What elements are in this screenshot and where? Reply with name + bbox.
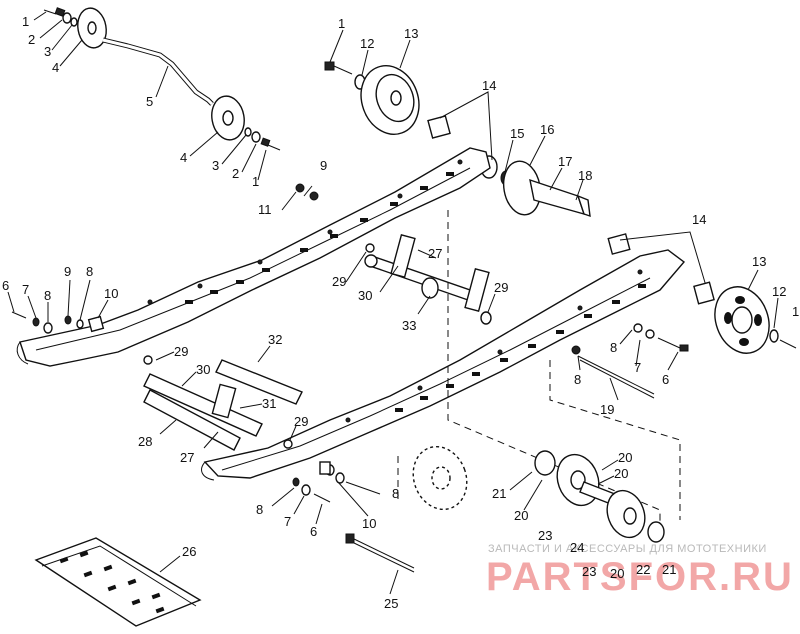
callout-6b: 6	[662, 372, 669, 387]
callout-19: 19	[600, 402, 614, 417]
callout-8e: 8	[392, 486, 399, 501]
callout-13b: 13	[752, 254, 766, 269]
callout-6c: 6	[310, 524, 317, 539]
upper-wheel-13	[324, 29, 420, 135]
callout-7a: 7	[22, 282, 29, 297]
callout-28: 28	[138, 434, 152, 449]
callout-7b: 7	[634, 360, 641, 375]
callout-1a: 1	[22, 14, 29, 29]
callout-14b: 14	[692, 212, 706, 227]
callout-30b: 30	[196, 362, 210, 377]
callout-8d: 8	[574, 372, 581, 387]
callout-18: 18	[578, 168, 592, 183]
callout-8c: 8	[610, 340, 617, 355]
callout-14a: 14	[482, 78, 496, 93]
callout-2a: 2	[28, 32, 35, 47]
callout-30a: 30	[358, 288, 372, 303]
callout-24: 24	[570, 540, 584, 555]
track-section-26	[34, 537, 202, 627]
lower-wheel-assembly	[412, 445, 665, 543]
callout-20c: 20	[514, 508, 528, 523]
callout-8a: 8	[44, 288, 51, 303]
callout-8f: 8	[256, 502, 263, 517]
callout-31: 31	[262, 396, 276, 411]
callout-32: 32	[268, 332, 282, 347]
callout-1b: 1	[252, 174, 259, 189]
callout-1d: 1	[792, 304, 799, 319]
callout-26: 26	[182, 544, 196, 559]
callout-6a: 6	[2, 278, 9, 293]
callout-27a: 27	[428, 246, 442, 261]
callout-10a: 10	[104, 286, 118, 301]
left-slide-rail	[16, 147, 491, 367]
watermark: ЗАПЧАСТИ И АКСЕССУАРЫ ДЛЯ МОТОТЕХНИКИ PA…	[486, 543, 794, 599]
callout-17: 17	[558, 154, 572, 169]
left-rail-hardware	[7, 183, 319, 334]
callout-10b: 10	[362, 516, 376, 531]
callout-4a: 4	[52, 60, 59, 75]
right-slide-rail	[201, 231, 715, 481]
callout-27b: 27	[180, 450, 194, 465]
callout-11: 11	[258, 202, 272, 217]
rear-cross-rods	[143, 345, 303, 451]
callout-9b: 9	[64, 264, 71, 279]
callout-12b: 12	[772, 284, 786, 299]
callout-25: 25	[384, 596, 398, 611]
callout-22: 22	[636, 562, 650, 577]
callout-1c: 1	[338, 16, 345, 31]
callout-2b: 2	[232, 166, 239, 181]
callout-20d: 20	[610, 566, 624, 581]
callout-3b: 3	[212, 158, 219, 173]
callout-23a: 23	[538, 528, 552, 543]
callout-20b: 20	[614, 466, 628, 481]
callout-16: 16	[540, 122, 554, 137]
callout-21b: 21	[662, 562, 676, 577]
rear-axle-assembly	[427, 91, 591, 218]
callout-29c: 29	[174, 344, 188, 359]
callout-29a: 29	[332, 274, 346, 289]
callout-15: 15	[510, 126, 524, 141]
callout-23b: 23	[582, 564, 596, 579]
callout-29d: 29	[294, 414, 308, 429]
watermark-caption: ЗАПЧАСТИ И АКСЕССУАРЫ ДЛЯ МОТОТЕХНИКИ	[488, 543, 767, 555]
upper-idler-shaft-assembly	[33, 7, 281, 181]
right-rail-hardware	[571, 323, 689, 401]
callout-8b: 8	[86, 264, 93, 279]
callout-12a: 12	[360, 36, 374, 51]
watermark-brand: PARTSFOR.RU	[486, 555, 794, 599]
callout-5: 5	[146, 94, 153, 109]
callout-7c: 7	[284, 514, 291, 529]
callout-9a: 9	[320, 158, 327, 173]
callout-21a: 21	[492, 486, 506, 501]
lower-wheel-13	[714, 269, 797, 354]
callout-3a: 3	[44, 44, 51, 59]
front-cross-shaft	[345, 234, 496, 325]
callout-4b: 4	[180, 150, 187, 165]
callout-13a: 13	[404, 26, 418, 41]
callout-20a: 20	[618, 450, 632, 465]
callout-labels: 1 2 3 4 5 4 3 2 1 1 12 13 14 15 16 17 18…	[2, 14, 799, 611]
callout-29b: 29	[494, 280, 508, 295]
callout-33: 33	[402, 318, 416, 333]
lower-hardware	[271, 461, 415, 595]
